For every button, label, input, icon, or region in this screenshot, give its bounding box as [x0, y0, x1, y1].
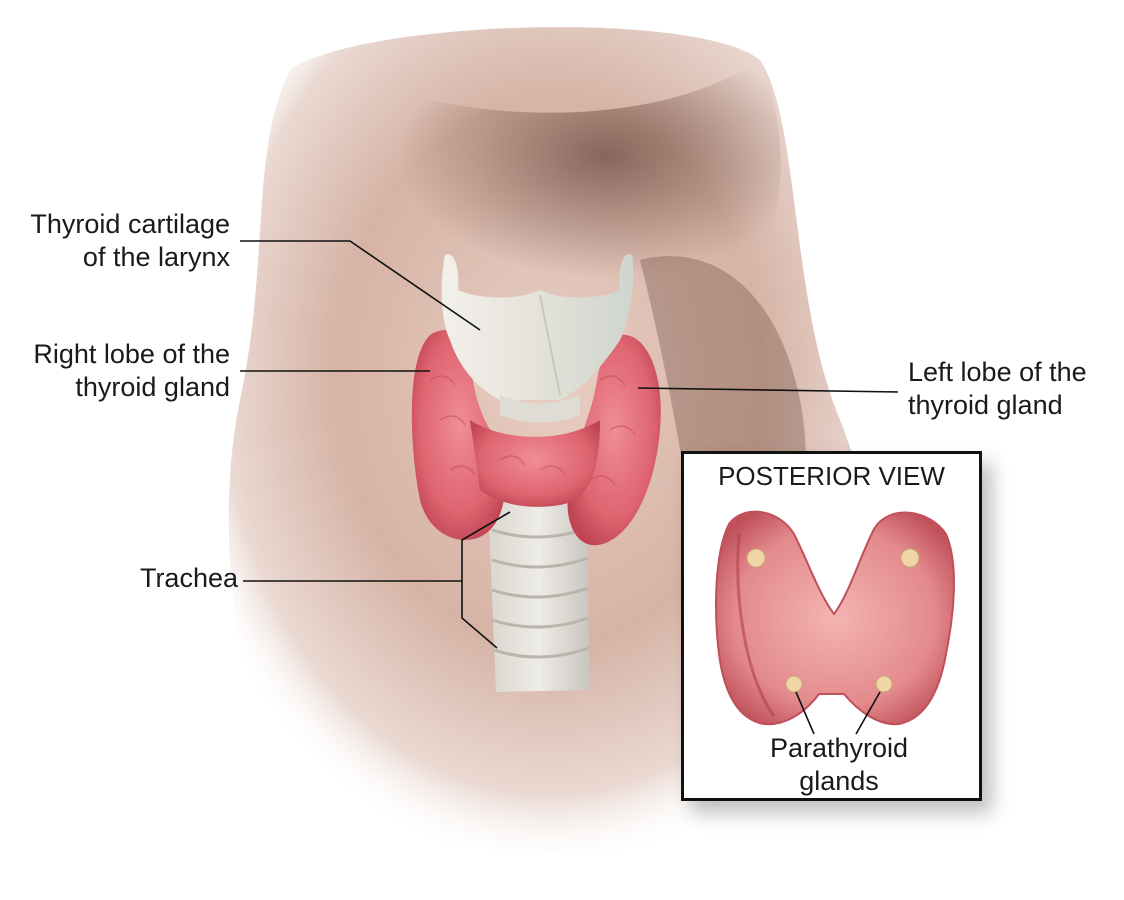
parathyroid-lower-right — [875, 675, 893, 693]
trachea — [488, 500, 590, 692]
label-left-lobe: Left lobe of the thyroid gland — [908, 357, 1087, 420]
parathyroid-lower-left — [785, 675, 803, 693]
label-trachea: Trachea — [139, 563, 238, 593]
isthmus — [470, 420, 600, 507]
left-lobe — [567, 334, 661, 546]
thyroid-gland — [411, 330, 661, 546]
trachea-bracket — [461, 511, 511, 649]
leader-left-lobe — [637, 387, 899, 393]
thyroid-cartilage — [441, 254, 634, 423]
leader-parathyroid-right — [855, 691, 881, 735]
label-right-lobe: Right lobe of the thyroid gland — [33, 339, 230, 402]
inset-title: POSTERIOR VIEW — [718, 461, 945, 491]
leader-parathyroid-left — [795, 691, 815, 735]
chin-shadow — [320, 60, 781, 333]
posterior-thyroid-illustration — [715, 510, 955, 735]
parathyroid-upper-left — [746, 548, 766, 568]
label-thyroid-cartilage: Thyroid cartilage of the larynx — [30, 209, 230, 272]
leader-thyroid-cartilage — [240, 240, 481, 331]
posterior-view-inset: POSTERIOR VIEW Parathyroid glands — [681, 451, 982, 801]
label-parathyroid-glands: Parathyroid glands — [769, 733, 909, 796]
parathyroid-upper-right — [900, 548, 920, 568]
leader-lines — [240, 240, 899, 649]
